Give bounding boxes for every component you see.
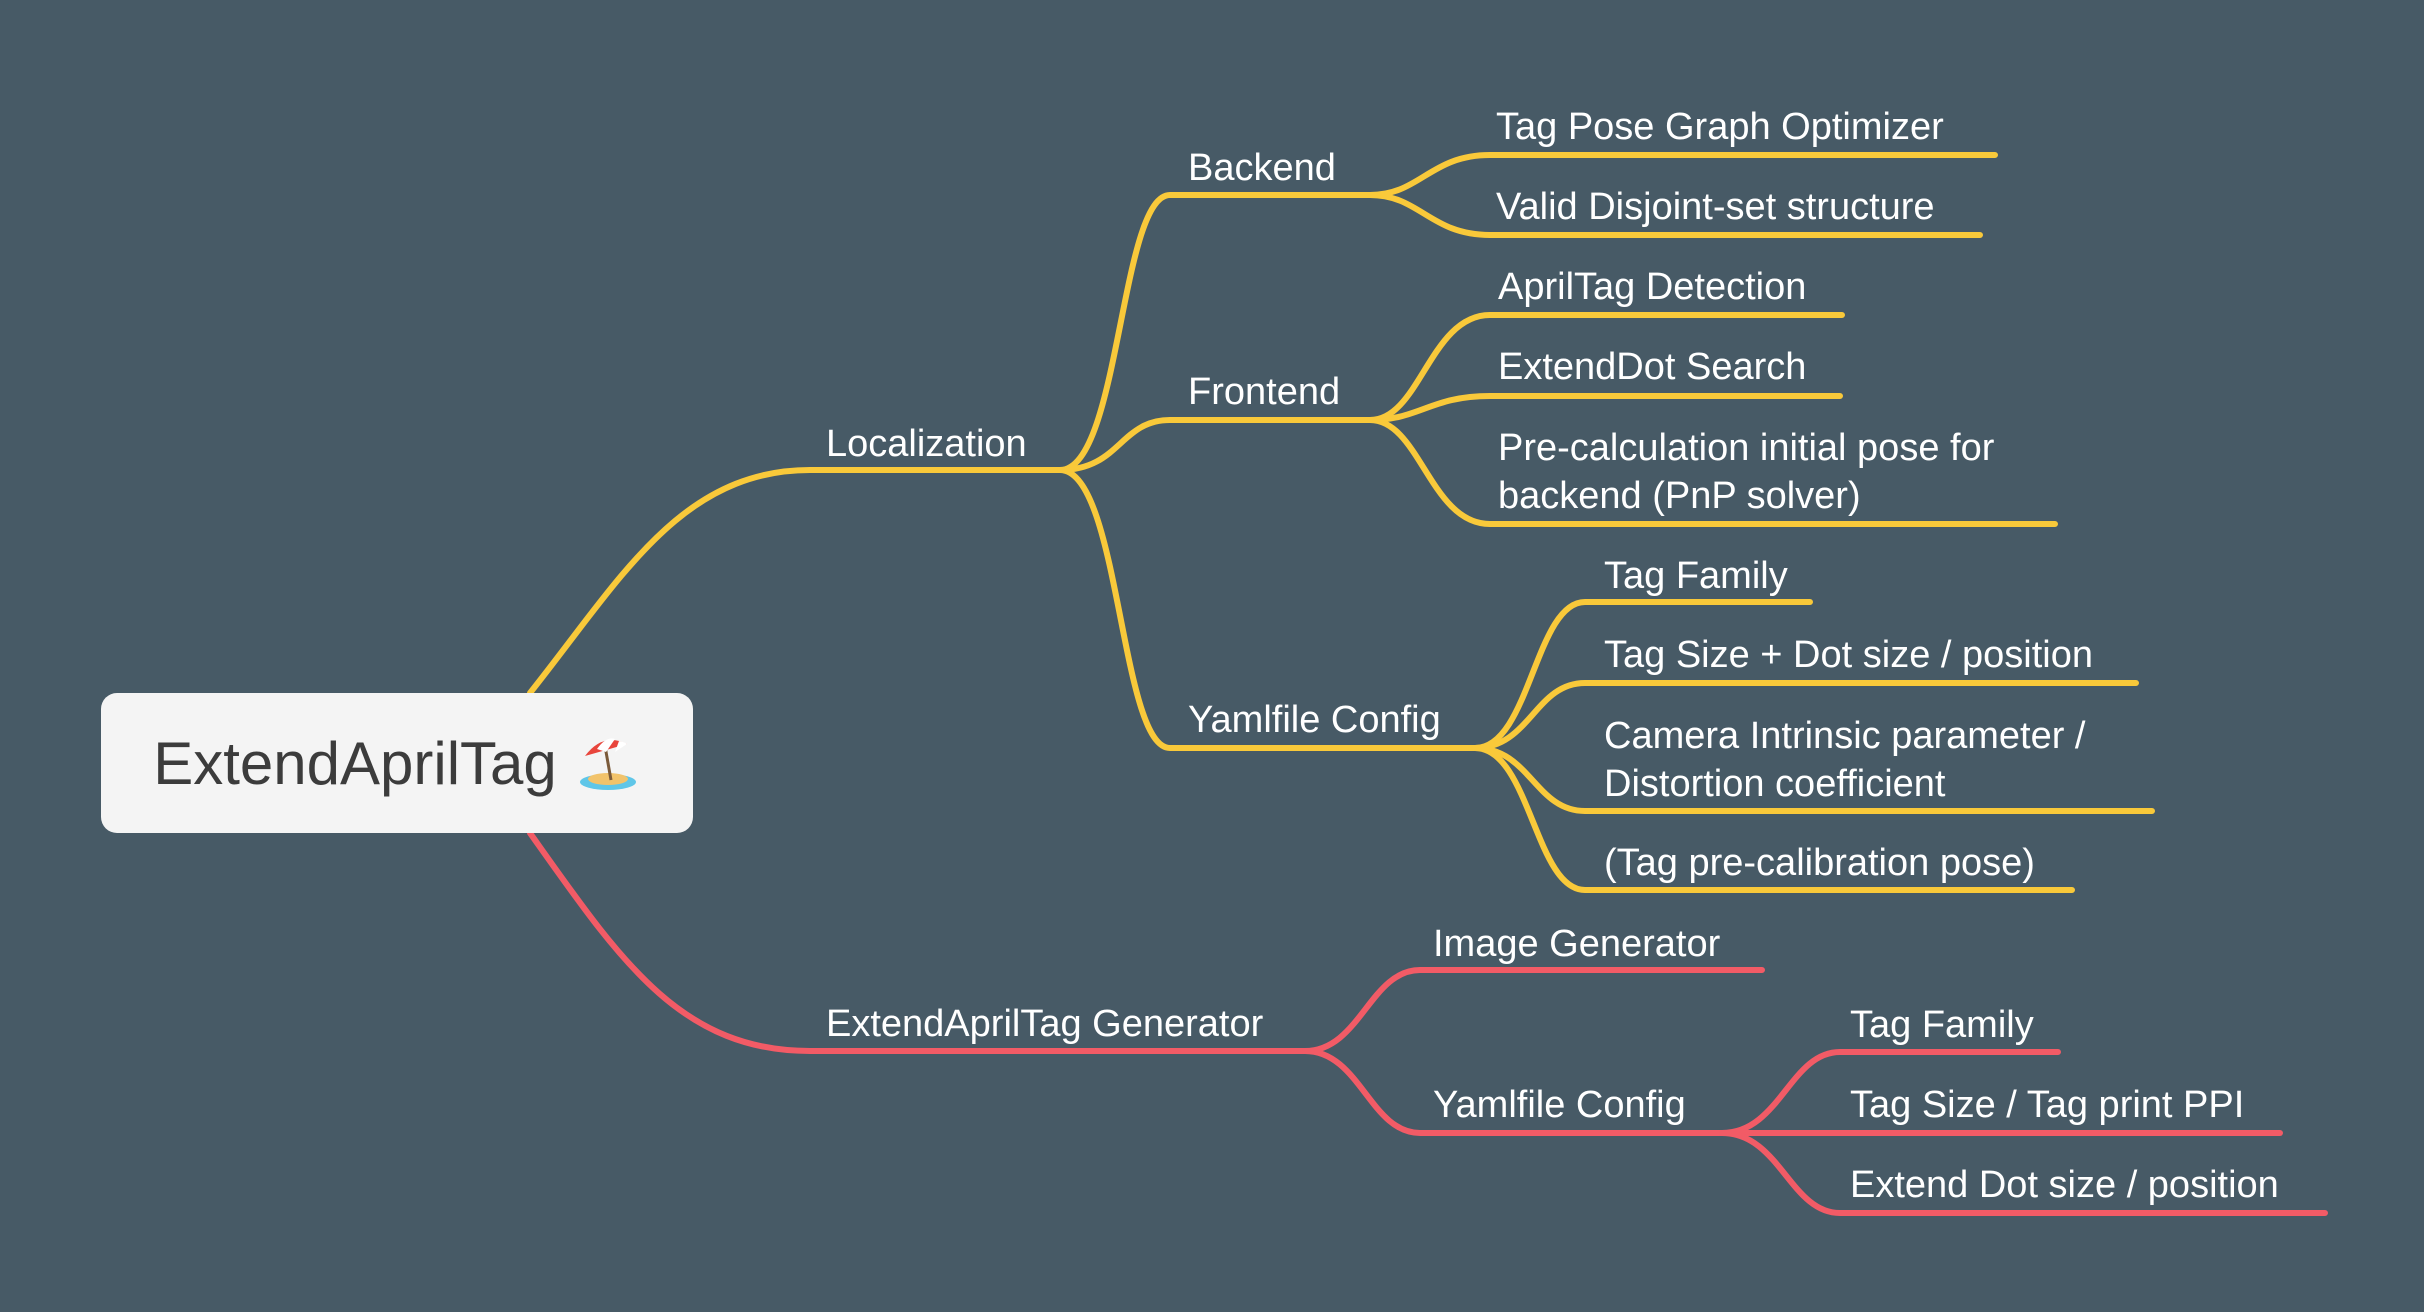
- node-backend-item[interactable]: Tag Pose Graph Optimizer: [1496, 106, 1944, 148]
- node-camera-line2[interactable]: Distortion coefficient: [1604, 763, 1946, 805]
- edge-localization-frontend: [1057, 417, 1373, 473]
- edge-root-localization: [527, 467, 1063, 696]
- node-localization[interactable]: Localization: [826, 423, 1027, 465]
- node-backend-item[interactable]: Valid Disjoint-set structure: [1496, 186, 1935, 228]
- node-frontend[interactable]: Frontend: [1188, 371, 1341, 413]
- edge-generator-yaml: [1302, 1048, 1725, 1136]
- node-gen-yaml-item[interactable]: Tag Size / Tag print PPI: [1850, 1084, 2245, 1126]
- node-loc-yaml[interactable]: Yamlfile Config: [1188, 699, 1441, 741]
- node-loc-yaml-item[interactable]: Tag Size + Dot size / position: [1604, 634, 2093, 676]
- node-gen-yaml-item[interactable]: Tag Family: [1850, 1004, 2034, 1046]
- node-gen-yaml-item[interactable]: Extend Dot size / position: [1850, 1164, 2279, 1206]
- edge-backend-child-2: [1367, 192, 1983, 238]
- beach-umbrella-icon: [579, 738, 636, 790]
- node-camera-line1[interactable]: Camera Intrinsic parameter /: [1604, 715, 2086, 757]
- edge-yaml-child-1: [1472, 599, 1813, 751]
- node-generator[interactable]: ExtendAprilTag Generator: [826, 1003, 1264, 1045]
- edge-frontend-child-2: [1367, 393, 1843, 423]
- node-gen-yaml[interactable]: Yamlfile Config: [1433, 1084, 1686, 1126]
- node-precalc-line1[interactable]: Pre-calculation initial pose for: [1498, 427, 1995, 469]
- node-precalc-line2[interactable]: backend (PnP solver): [1498, 475, 1861, 517]
- edge-localization-backend: [1057, 192, 1373, 473]
- node-image-generator[interactable]: Image Generator: [1433, 923, 1721, 965]
- edge-genyaml-child-1: [1719, 1049, 2061, 1136]
- root-title: ExtendAprilTag: [153, 729, 557, 797]
- node-frontend-item[interactable]: AprilTag Detection: [1498, 266, 1807, 308]
- edge-backend-child-1: [1367, 152, 1998, 198]
- node-loc-yaml-item[interactable]: Tag Family: [1604, 555, 1788, 597]
- edge-genyaml-child-3: [1719, 1130, 2328, 1216]
- node-loc-yaml-item[interactable]: (Tag pre-calibration pose): [1604, 842, 2035, 884]
- edge-localization-yaml: [1057, 467, 1478, 751]
- root-node[interactable]: ExtendAprilTag: [101, 693, 693, 833]
- edge-frontend-child-1: [1367, 312, 1845, 423]
- edge-generator-image: [1302, 967, 1765, 1054]
- node-frontend-item[interactable]: ExtendDot Search: [1498, 346, 1807, 388]
- edge-yaml-child-2: [1472, 680, 2139, 751]
- node-backend[interactable]: Backend: [1188, 147, 1336, 189]
- edge-frontend-child-3: [1367, 417, 2058, 527]
- edge-root-generator: [527, 830, 1308, 1054]
- edge-yaml-child-4: [1472, 745, 2075, 893]
